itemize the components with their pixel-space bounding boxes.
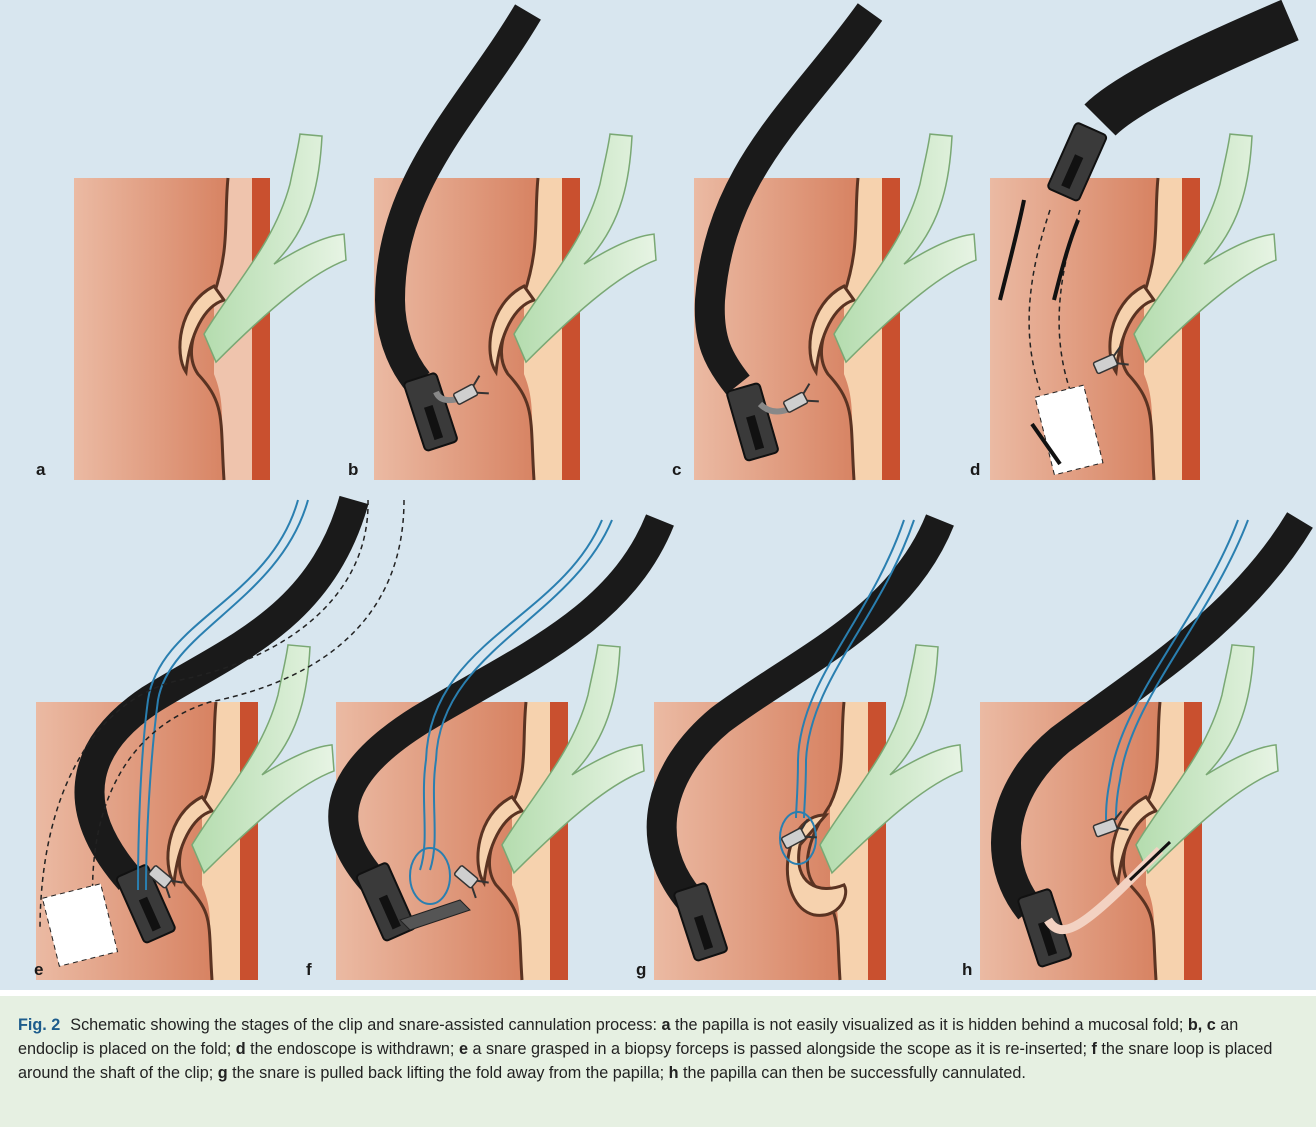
caption-run: the papilla can then be successfully can…	[678, 1064, 1025, 1082]
figure-number: Fig. 2	[18, 1016, 60, 1034]
duodenal-wall	[1182, 178, 1200, 480]
figure-caption: Fig. 2 Schematic showing the stages of th…	[0, 996, 1316, 1127]
caption-panel-ref: h	[669, 1064, 679, 1082]
panel-label-g: g	[636, 960, 646, 980]
panel-label-h: h	[962, 960, 972, 980]
figure-diagram: a b c d e f g h	[0, 0, 1316, 990]
panel-label-e: e	[34, 960, 43, 980]
caption-panel-ref: b, c	[1188, 1016, 1216, 1034]
caption-run: Schematic showing the stages of the clip…	[70, 1016, 661, 1034]
duodenal-wall	[562, 178, 580, 480]
panel-label-a: a	[36, 460, 45, 480]
caption-text: Schematic showing the stages of the clip…	[18, 1016, 1272, 1082]
duodenal-wall	[1184, 702, 1202, 980]
panel-label-c: c	[672, 460, 681, 480]
caption-panel-ref: e	[459, 1040, 468, 1058]
caption-panel-ref: g	[218, 1064, 228, 1082]
caption-run: a snare grasped in a biopsy forceps is p…	[468, 1040, 1092, 1058]
caption-run: the endoscope is withdrawn;	[246, 1040, 459, 1058]
figure-svg	[0, 0, 1316, 990]
duodenal-wall	[882, 178, 900, 480]
panel-label-d: d	[970, 460, 980, 480]
caption-run: the papilla is not easily visualized as …	[670, 1016, 1187, 1034]
panel-label-b: b	[348, 460, 358, 480]
caption-run: the snare is pulled back lifting the fol…	[228, 1064, 669, 1082]
endoscope-shaft	[1100, 20, 1290, 120]
duodenal-wall	[240, 702, 258, 980]
duodenal-wall	[550, 702, 568, 980]
duodenal-wall	[252, 178, 270, 480]
caption-panel-ref: d	[236, 1040, 246, 1058]
duodenal-wall	[868, 702, 886, 980]
panel-label-f: f	[306, 960, 312, 980]
panel-a	[74, 134, 346, 480]
